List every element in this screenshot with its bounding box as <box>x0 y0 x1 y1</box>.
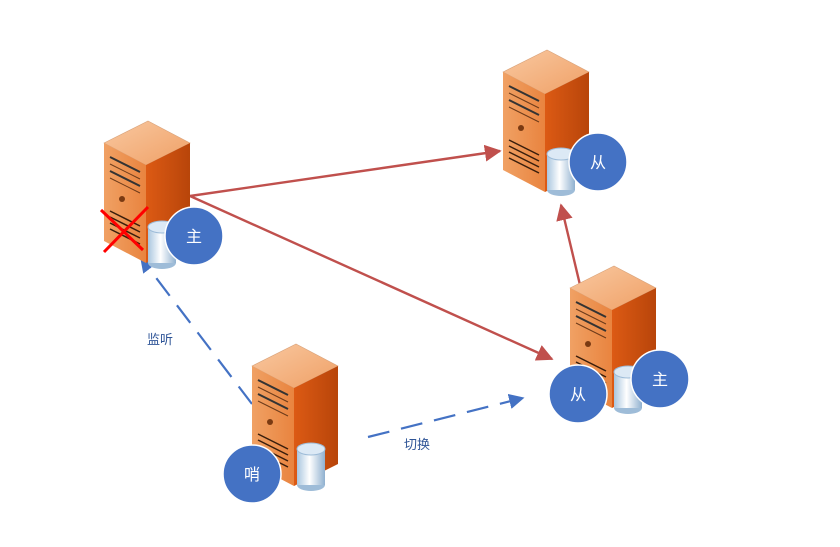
top-slave-role-badge <box>568 132 628 192</box>
x-mark-icon <box>99 205 150 254</box>
replication-arrow-to-bottom-slave <box>189 194 554 361</box>
top-slave-node: 从 <box>502 49 628 197</box>
sentinel-node: 哨 <box>222 343 339 504</box>
bottom-slave-role-badge <box>548 364 608 424</box>
database-icon <box>296 442 326 492</box>
sentinel-role-label: 哨 <box>244 465 260 484</box>
master-role-badge <box>164 206 224 266</box>
bottom-slave-role-label: 从 <box>570 385 586 404</box>
master-node: 主 <box>99 120 224 270</box>
monitor-arrow <box>140 256 253 405</box>
top-slave-role-label: 从 <box>590 153 606 172</box>
sentinel-role-badge <box>222 444 282 504</box>
master-role-label: 主 <box>186 227 202 246</box>
monitor-label: 监听 <box>147 333 173 348</box>
failover-arrow <box>367 393 525 439</box>
failover-label: 切换 <box>404 438 430 453</box>
bottom-slave-node: 从 主 <box>548 265 690 424</box>
bottom-master-role-label: 主 <box>652 370 668 389</box>
bottom-master-role-badge <box>630 349 690 409</box>
replication-arrow-to-top-slave <box>189 144 502 198</box>
